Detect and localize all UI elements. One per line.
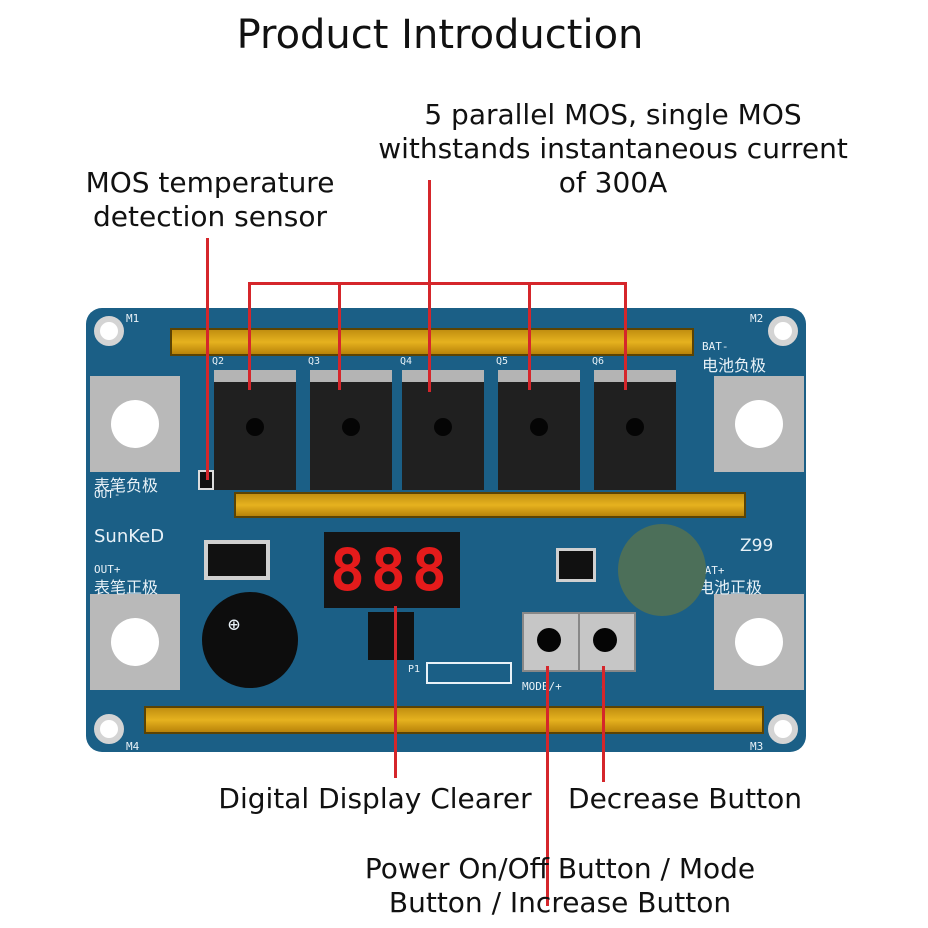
mounting-hole-m2	[768, 316, 798, 346]
pen-positive-label: 表笔正极	[94, 578, 159, 597]
mos-q6-line	[624, 282, 627, 390]
p1-label: P1	[408, 664, 421, 675]
battery-positive-label: 电池正极	[698, 578, 763, 597]
mos-array: Q2 Q3 Q4 Q5 Q6	[210, 356, 706, 490]
mode-increase-button[interactable]	[522, 612, 580, 672]
temperature-sensor-annotation: MOS temperature detection sensor	[60, 166, 360, 234]
relay-chip	[204, 540, 270, 580]
battery-positive-pad	[714, 594, 804, 690]
decrease-button-cap[interactable]	[593, 628, 617, 652]
mos-transistor-q3	[310, 370, 392, 490]
m3-label: M3	[750, 740, 764, 753]
display-clearer-annotation: Digital Display Clearer	[218, 782, 532, 815]
mos-annotation-line-1: 5 parallel MOS, single MOS	[424, 98, 802, 131]
bat-minus-label: BAT-	[702, 340, 729, 353]
display-driver-chip	[368, 612, 414, 660]
mos-transistor-q2	[214, 370, 296, 490]
battery-negative-label: 电池负极	[702, 356, 767, 375]
plus-icon: ⊕	[228, 612, 241, 636]
mos-annotation: 5 parallel MOS, single MOS withstands in…	[348, 98, 878, 200]
mounting-hole-m1	[94, 316, 124, 346]
out-plus-label: OUT+	[94, 563, 121, 576]
spot-welder-control-board: M1 M2 M3 M4 BAT- 电池负极 表笔负极 OUT- SunKeD O…	[86, 308, 806, 753]
mos-transistor-q5	[498, 370, 580, 490]
output-positive-pad	[90, 594, 180, 690]
decrease-button-annotation: Decrease Button	[568, 782, 802, 815]
display-reading: 888	[330, 536, 453, 604]
transistor-chip	[556, 548, 596, 582]
m2-label: M2	[750, 312, 764, 325]
clearer-leader-line	[394, 606, 397, 778]
power-annotation-line-2: Button / Increase Button	[388, 886, 732, 919]
decrease-button[interactable]	[578, 612, 636, 672]
mos-annotation-line-3: of 300A	[558, 166, 668, 199]
q5-label: Q5	[496, 356, 509, 367]
m1-label: M1	[126, 312, 140, 325]
mounting-hole-m3	[768, 714, 798, 744]
mode-button-cap[interactable]	[537, 628, 561, 652]
p1-header	[426, 662, 512, 684]
pen-negative-label: 表笔负极	[94, 476, 159, 495]
mos-leader-line	[428, 180, 431, 392]
middle-copper-rail	[234, 492, 746, 518]
mos-transistor-q4	[402, 370, 484, 490]
mos-q2-line	[248, 282, 251, 390]
mos-q3-line	[338, 282, 341, 390]
brand-label: SunKeD	[94, 526, 165, 547]
bottom-copper-rail	[144, 706, 764, 734]
q2-label: Q2	[212, 356, 225, 367]
q6-label: Q6	[592, 356, 605, 367]
top-copper-rail	[170, 328, 694, 356]
digital-display: 888	[324, 532, 460, 608]
mode-button-label: MODE/+	[522, 680, 562, 693]
temperature-annotation-line-2: detection sensor	[93, 200, 327, 233]
q3-label: Q3	[308, 356, 321, 367]
power-annotation-line-1: Power On/Off Button / Mode	[364, 852, 756, 885]
mounting-hole-m4	[94, 714, 124, 744]
power-leader-line	[546, 666, 549, 906]
power-mode-increase-annotation: Power On/Off Button / Mode Button / Incr…	[330, 852, 790, 920]
temperature-leader-line	[206, 238, 209, 480]
output-negative-pad	[90, 376, 180, 472]
capacitor	[618, 524, 706, 616]
mos-q5-line	[528, 282, 531, 390]
mos-annotation-line-2: withstands instantaneous current	[378, 132, 848, 165]
mos-transistor-q6	[594, 370, 676, 490]
buzzer	[202, 592, 298, 688]
m4-label: M4	[126, 740, 140, 753]
out-minus-label: OUT-	[94, 488, 121, 501]
model-label: Z99	[740, 536, 774, 556]
decrease-leader-line	[602, 666, 605, 782]
temperature-annotation-line-1: MOS temperature	[85, 166, 335, 199]
page-title: Product Introduction	[236, 12, 644, 58]
mos-connector-line	[248, 282, 626, 285]
battery-negative-pad	[714, 376, 804, 472]
q4-label: Q4	[400, 356, 413, 367]
